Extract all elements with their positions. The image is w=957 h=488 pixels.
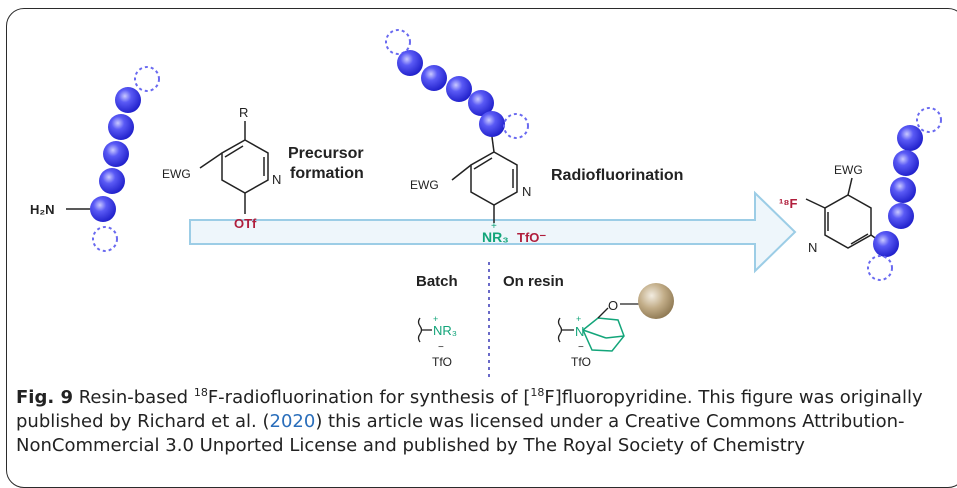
- reaction-scheme: H₂N R EWG N OTf Precursor formation EWG …: [30, 29, 942, 380]
- caption-sup-1: 18: [193, 386, 208, 399]
- on-resin-label: On resin: [503, 273, 564, 290]
- ewg-2: EWG: [410, 178, 439, 192]
- figure-caption: Fig. 9 Resin-based 18F-radiofluorination…: [16, 386, 946, 458]
- right-bead-chain: [867, 107, 942, 281]
- batch-tfo: TfO: [432, 355, 452, 369]
- resin-nitrogen: N: [575, 324, 584, 339]
- ewg-1: EWG: [162, 167, 191, 181]
- batch-minus: −: [438, 342, 444, 353]
- resin-tfo: TfO: [571, 355, 591, 369]
- batch-nr3: NR₃: [433, 323, 457, 338]
- batch-structure: [417, 317, 432, 343]
- caption-sup-2: 18: [530, 386, 545, 399]
- pyridine-1: [199, 121, 269, 214]
- nitrogen-2: N: [522, 184, 531, 199]
- on-resin-structure: [557, 303, 640, 352]
- precursor-label-1: Precursor: [288, 145, 364, 162]
- resin-bead: [638, 283, 674, 319]
- batch-label: Batch: [416, 273, 458, 290]
- process-arrow: [189, 190, 797, 274]
- citation-year-link[interactable]: 2020: [269, 411, 316, 432]
- otf-label: OTf: [234, 216, 257, 231]
- r-group: R: [239, 105, 248, 120]
- ewg-product: EWG: [834, 163, 863, 177]
- amine-label: H₂N: [30, 202, 55, 217]
- f18-label: ¹⁸F: [779, 196, 797, 211]
- figure-label: Fig. 9: [16, 387, 73, 408]
- batch-plus: +: [433, 314, 438, 324]
- pyridine-2: [451, 136, 518, 223]
- product-pyridine: [805, 177, 886, 249]
- precursor-label-2: formation: [290, 165, 364, 182]
- resin-oxygen: O: [608, 298, 618, 313]
- tfo-counterion: TfO⁻: [517, 230, 546, 245]
- radiofluorination-label: Radiofluorination: [551, 167, 683, 184]
- caption-text-d: ) this article was licensed under a Crea…: [16, 411, 905, 456]
- left-bead-chain: [66, 66, 160, 252]
- nr3-label: NR₃: [482, 229, 509, 245]
- top-bead-chain: [385, 29, 529, 139]
- caption-text-a: Resin-based: [72, 387, 194, 408]
- nitrogen-1: N: [272, 172, 281, 187]
- resin-n-plus: +: [576, 314, 581, 324]
- nr3-plus: +: [491, 221, 497, 232]
- nitrogen-product: N: [808, 240, 817, 255]
- caption-text-b: F-radiofluorination for synthesis of [: [207, 387, 531, 408]
- caption-text-c: F]fluoropyridine. This figure was origin…: [16, 387, 923, 432]
- resin-minus: −: [578, 342, 584, 353]
